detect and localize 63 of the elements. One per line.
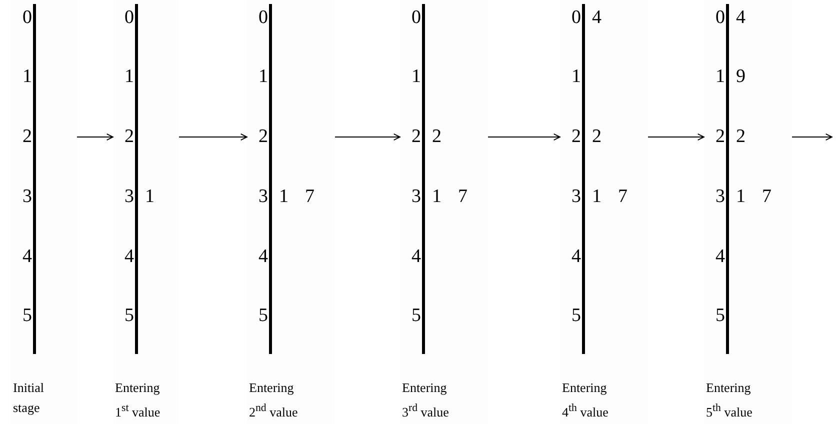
slot-index: 2 [124, 125, 134, 149]
stored-value: 2 [432, 125, 442, 149]
slot-index: 2 [412, 125, 421, 149]
arrow [792, 133, 832, 141]
slot-index: 4 [716, 245, 725, 269]
stored-value: 7 [762, 185, 772, 209]
stage-caption: Entering 2$^{nd}$ value [249, 379, 299, 422]
slot-index: 3 [572, 185, 581, 209]
stored-value: 2 [592, 125, 602, 149]
stored-value: 1 [432, 185, 442, 209]
slot-index: 1 [124, 65, 134, 89]
stored-value: 4 [736, 6, 746, 30]
stage-caption: Entering 5$^{th}$ value [706, 379, 754, 422]
slot-index: 5 [572, 304, 581, 328]
slot-index: 0 [258, 6, 268, 30]
slot-index: 1 [572, 65, 581, 89]
stored-value: 1 [736, 185, 746, 209]
stored-value: 1 [592, 185, 602, 209]
arrow [77, 133, 114, 141]
slot-index: 1 [716, 65, 725, 89]
arrow [179, 133, 248, 141]
stored-value: 7 [458, 185, 468, 209]
slot-index: 0 [22, 6, 32, 30]
slot-index: 3 [258, 185, 268, 209]
slot-index: 1 [258, 65, 268, 89]
slot-index: 3 [22, 185, 32, 209]
slot-index: 5 [258, 304, 268, 328]
arrow [488, 133, 560, 141]
stored-value: 4 [592, 6, 602, 30]
slot-index: 3 [716, 185, 725, 209]
slot-index: 5 [124, 304, 134, 328]
slot-index: 3 [124, 185, 134, 209]
slot-index: 3 [412, 185, 421, 209]
slot-index: 5 [22, 304, 32, 328]
slot-index: 2 [258, 125, 268, 149]
slot-index: 0 [124, 6, 134, 30]
stored-value: 1 [145, 185, 154, 209]
stage-caption: Entering 4$^{th}$ value [562, 379, 610, 422]
arrow [648, 133, 704, 141]
slot-index: 4 [22, 245, 32, 269]
slot-index: 2 [572, 125, 581, 149]
slot-index: 4 [412, 245, 421, 269]
slot-index: 0 [716, 6, 725, 30]
slot-index: 5 [412, 304, 421, 328]
stored-value: 1 [279, 185, 288, 209]
stored-value: 7 [305, 185, 314, 209]
slot-index: 5 [716, 304, 725, 328]
slot-index: 1 [22, 65, 32, 89]
arrow [335, 133, 400, 141]
stored-value: 7 [618, 185, 628, 209]
slot-index: 4 [572, 245, 581, 269]
slot-index: 0 [572, 6, 581, 30]
stored-value: 2 [736, 125, 746, 149]
slot-index: 2 [716, 125, 725, 149]
stored-value: 9 [736, 65, 746, 89]
slot-index: 1 [412, 65, 421, 89]
slot-index: 4 [124, 245, 134, 269]
stage-caption: Entering 1$^{st}$ value [115, 379, 162, 422]
slot-index: 2 [22, 125, 32, 149]
stage-caption: Initial stage [13, 379, 46, 417]
slot-index: 4 [258, 245, 268, 269]
stage-caption: Entering 3$^{rd}$ value [402, 379, 450, 422]
slot-index: 0 [412, 6, 421, 30]
